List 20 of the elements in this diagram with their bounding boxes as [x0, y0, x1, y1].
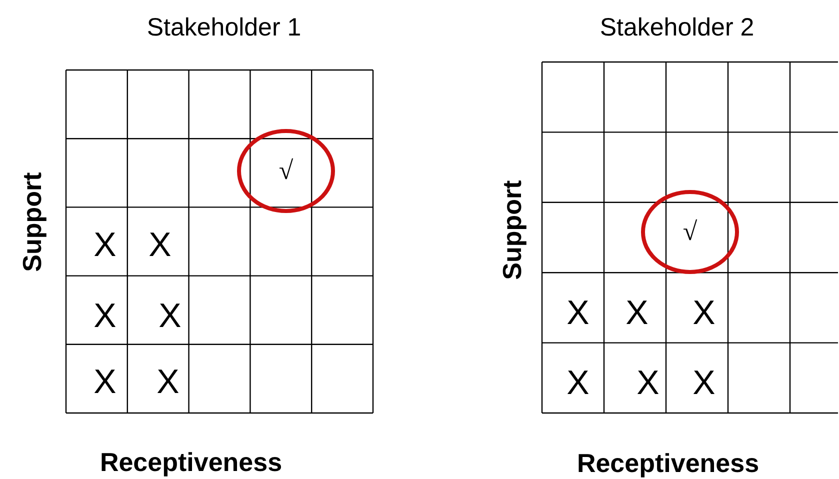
cross-mark: X [156, 365, 180, 399]
cross-mark: X [692, 296, 716, 330]
axis-label: Receptiveness [100, 449, 282, 475]
cross-mark: X [94, 365, 116, 399]
cross-mark: X [94, 228, 116, 262]
axis-label: Receptiveness [576, 450, 760, 476]
cross-mark: X [566, 366, 590, 400]
cross-mark: X [692, 366, 716, 400]
check-mark: √ [278, 158, 294, 184]
check-mark: √ [682, 219, 698, 245]
cross-mark: X [636, 366, 660, 400]
cross-mark: X [566, 296, 590, 330]
cross-mark: X [158, 299, 182, 333]
cross-mark: X [148, 228, 172, 262]
axis-label: Support [499, 180, 525, 280]
axis-label: Support [19, 172, 45, 272]
cross-mark: X [626, 296, 648, 330]
cross-mark: X [94, 299, 116, 333]
chart-title: Stakeholder 2 [600, 16, 754, 40]
chart-title: Stakeholder 1 [146, 16, 302, 40]
